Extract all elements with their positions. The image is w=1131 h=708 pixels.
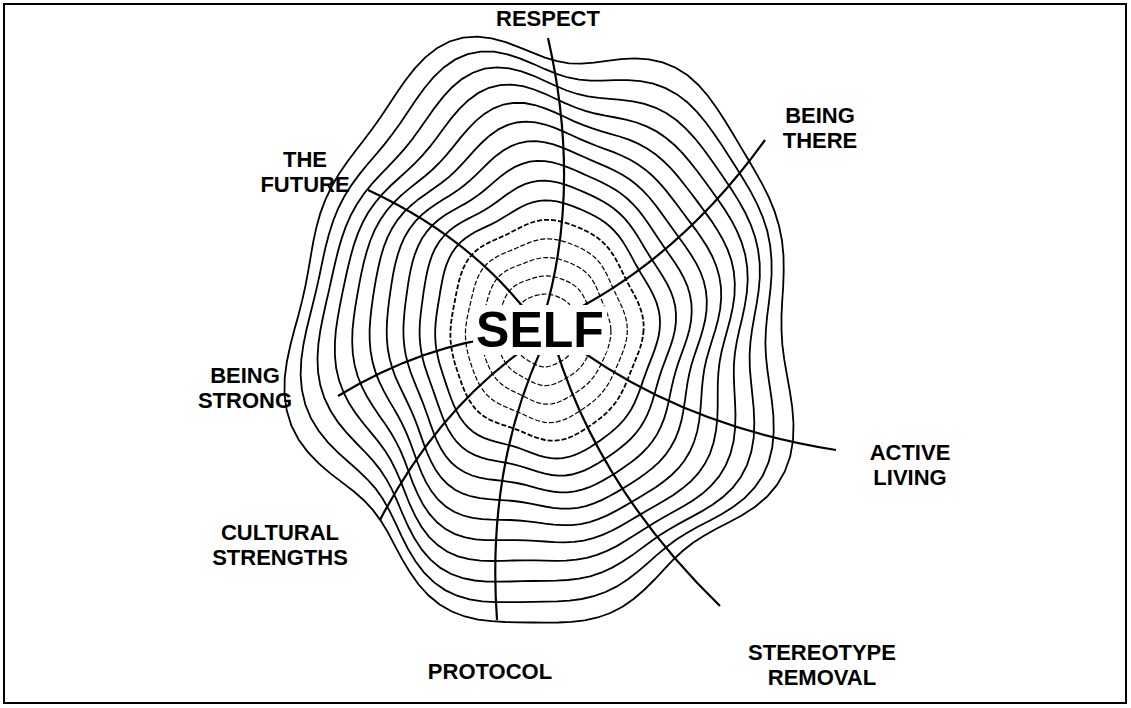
spoke-label: STEREOTYPE REMOVAL <box>748 640 896 691</box>
radial-lines <box>338 38 836 620</box>
tree-ring <box>403 161 691 493</box>
radial-line <box>368 190 534 322</box>
radial-line <box>558 140 765 319</box>
radial-line <box>545 38 564 313</box>
tree-ring <box>435 200 660 458</box>
spoke-label: RESPECT <box>496 6 600 31</box>
radial-line <box>495 347 542 620</box>
spoke-label: THE FUTURE <box>260 147 349 198</box>
spoke-label: BEING STRONG <box>198 363 292 414</box>
spoke-label: PROTOCOL <box>428 659 552 684</box>
tree-ring <box>387 141 707 509</box>
radial-line <box>556 347 721 606</box>
tree-ring <box>370 122 722 526</box>
center-label: SELF <box>473 305 607 355</box>
tree-ring <box>335 85 748 561</box>
tree-ring <box>301 52 774 603</box>
spoke-label: CULTURAL STRENGTHS <box>212 520 348 571</box>
frame <box>4 4 1126 703</box>
tree-ring <box>420 181 676 476</box>
tree-ring <box>465 239 627 423</box>
spoke-label: BEING THERE <box>783 103 858 154</box>
tree-ring <box>285 37 794 623</box>
spoke-label: ACTIVE LIVING <box>870 440 951 491</box>
tree-ring <box>450 220 643 441</box>
tree-rings <box>285 37 794 623</box>
